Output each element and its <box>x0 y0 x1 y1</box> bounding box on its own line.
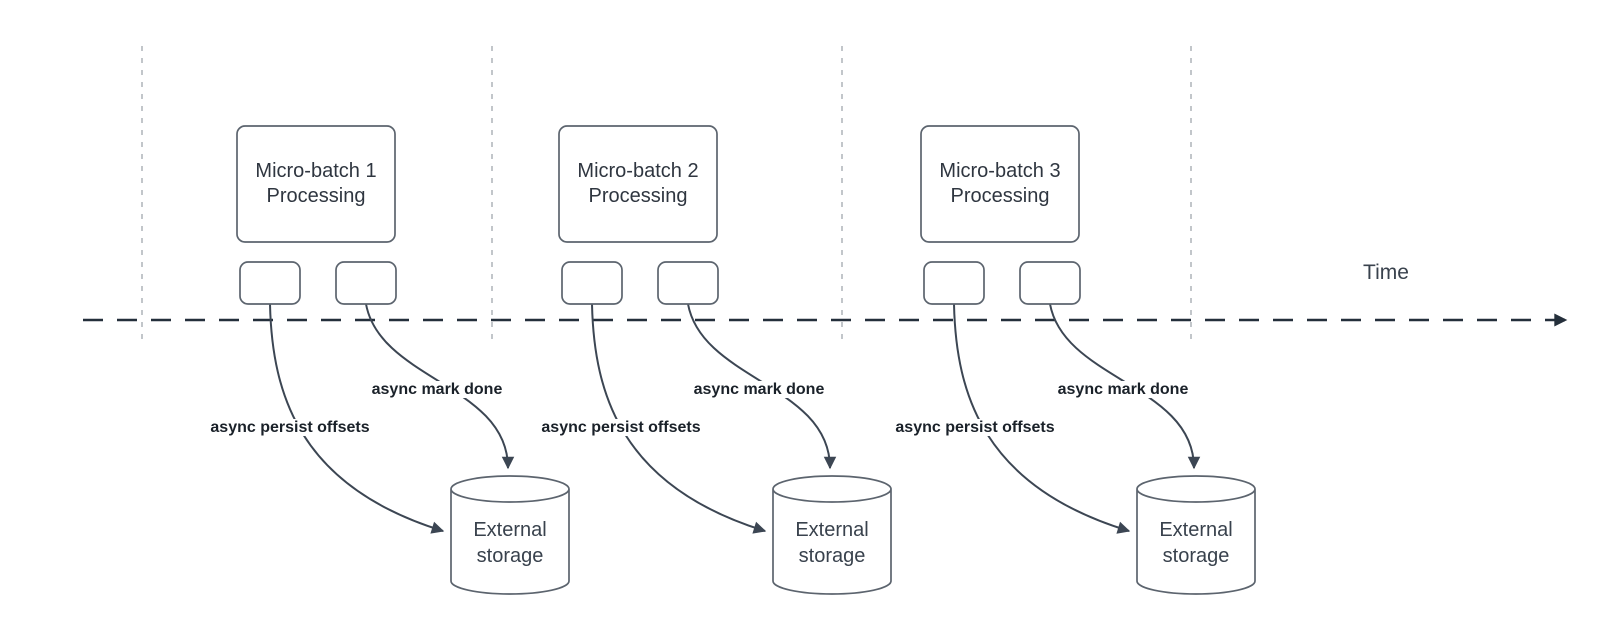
mark-done-label-1: async mark done <box>347 381 527 398</box>
micro-batch-subtitle-2: Processing <box>588 185 688 207</box>
persist-offsets-arrow-2 <box>591 303 767 534</box>
done-task-box-3 <box>1019 261 1081 305</box>
micro-batch-box-label-1: Micro-batch 1 Processing <box>237 126 395 242</box>
micro-batch-subtitle-1: Processing <box>266 185 366 207</box>
persist-offsets-label-3: async persist offsets <box>865 419 1085 436</box>
persist-offsets-arrow-1 <box>269 303 445 534</box>
persist-offsets-label-2: async persist offsets <box>511 419 731 436</box>
micro-batch-title-1: Micro-batch 1 <box>255 160 377 182</box>
offset-task-box-1 <box>239 261 301 305</box>
external-storage-cylinder-1 <box>450 475 570 595</box>
micro-batch-subtitle-3: Processing <box>950 185 1050 207</box>
done-task-box-2 <box>657 261 719 305</box>
micro-batch-box-label-2: Micro-batch 2 Processing <box>559 126 717 242</box>
done-task-box-1 <box>335 261 397 305</box>
offset-task-box-2 <box>561 261 623 305</box>
micro-batch-box-3 <box>920 125 1080 243</box>
mark-done-label-3: async mark done <box>1033 381 1213 398</box>
external-storage-label-3: External storage <box>1159 519 1233 567</box>
offset-task-box-3 <box>923 261 985 305</box>
external-storage-cylinder-2 <box>772 475 892 595</box>
external-storage-cylinder-3 <box>1136 475 1256 595</box>
mark-done-label-2: async mark done <box>669 381 849 398</box>
micro-batch-box-1 <box>236 125 396 243</box>
persist-offsets-arrow-3 <box>953 303 1131 534</box>
micro-batch-box-2 <box>558 125 718 243</box>
micro-batch-box-label-3: Micro-batch 3 Processing <box>921 126 1079 242</box>
external-storage-label-1: External storage <box>473 519 547 567</box>
micro-batch-title-2: Micro-batch 2 <box>577 160 699 182</box>
persist-offsets-label-1: async persist offsets <box>180 419 400 436</box>
micro-batch-title-3: Micro-batch 3 <box>939 160 1061 182</box>
external-storage-label-2: External storage <box>795 519 869 567</box>
time-axis-label: Time <box>1363 261 1409 284</box>
